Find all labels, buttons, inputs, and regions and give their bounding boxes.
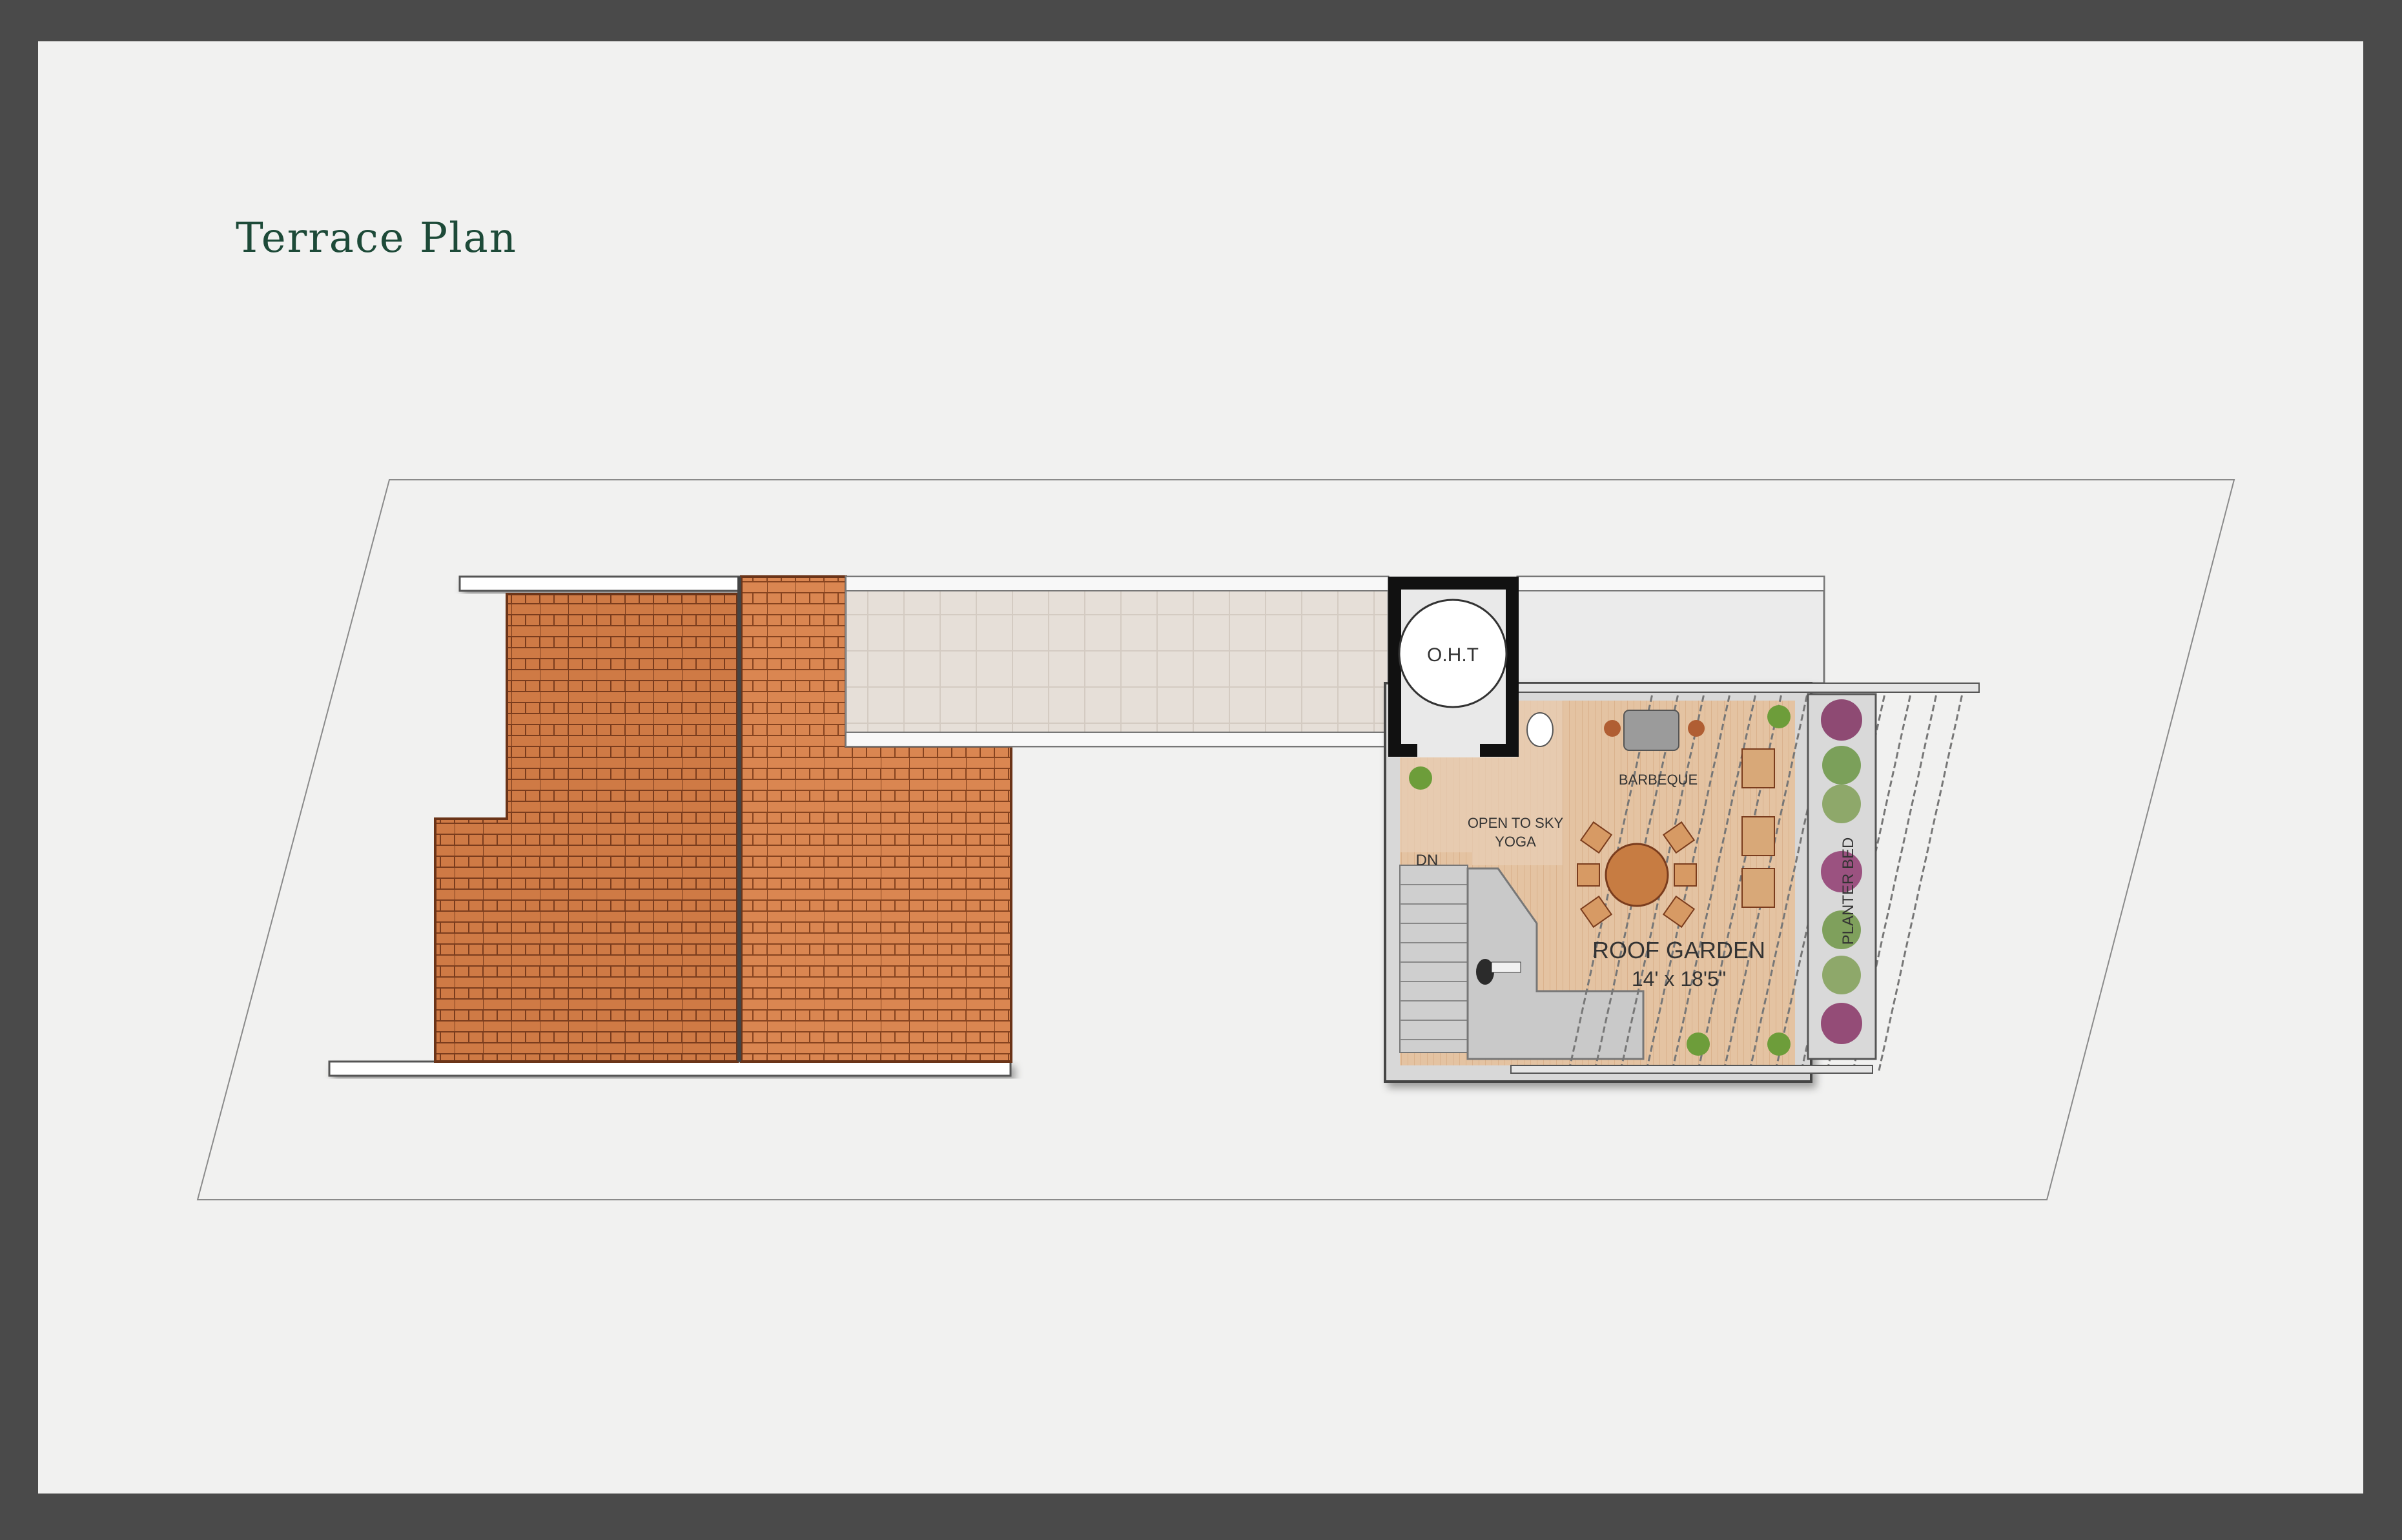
stair-down-label: DN bbox=[1416, 852, 1439, 869]
pergola-bottom-beam bbox=[1510, 1065, 1873, 1074]
lounge-chairs bbox=[1741, 748, 1775, 908]
dining-set bbox=[1577, 821, 1697, 929]
oht-label: O.H.T bbox=[1427, 644, 1479, 666]
pergola-beam bbox=[1510, 683, 1980, 693]
barbeque-counter bbox=[1623, 710, 1679, 751]
walkway-parapet bbox=[845, 576, 1389, 591]
built-in-seating bbox=[1466, 867, 1645, 1060]
overhead-tank bbox=[1388, 577, 1519, 757]
site-boundary bbox=[196, 479, 2235, 1200]
open-terrace bbox=[1516, 575, 1825, 684]
walkway-bottom-edge bbox=[845, 732, 1389, 747]
potted-plants bbox=[1409, 705, 1791, 1056]
stair-treads bbox=[1400, 884, 1468, 1040]
yoga-label-line2: YOGA bbox=[1495, 834, 1536, 850]
planter-shrubs bbox=[1821, 699, 1862, 1044]
barbeque-chairs bbox=[1604, 720, 1705, 737]
terrace-parapet-east bbox=[1517, 576, 1825, 591]
roof-garden-size-label: 14' x 18'5" bbox=[1632, 967, 1726, 991]
north-parapet bbox=[458, 575, 741, 592]
barbeque-label: BARBEQUE bbox=[1619, 772, 1698, 788]
planter-bed-label: PLANTER BED bbox=[1840, 837, 1857, 945]
sloped-roof-left bbox=[434, 593, 739, 1063]
wash-basin bbox=[1526, 712, 1554, 747]
roof-garden-label: ROOF GARDEN bbox=[1592, 937, 1765, 963]
south-parapet bbox=[328, 1060, 1012, 1077]
paper-sheet: Terrace Plan bbox=[38, 41, 2363, 1494]
yoga-label-line1: OPEN TO SKY bbox=[1468, 815, 1564, 831]
terrace-walkway bbox=[845, 575, 1390, 748]
staircase bbox=[1399, 865, 1468, 1053]
plan-title: Terrace Plan bbox=[236, 214, 517, 262]
person-figure bbox=[1476, 959, 1521, 985]
